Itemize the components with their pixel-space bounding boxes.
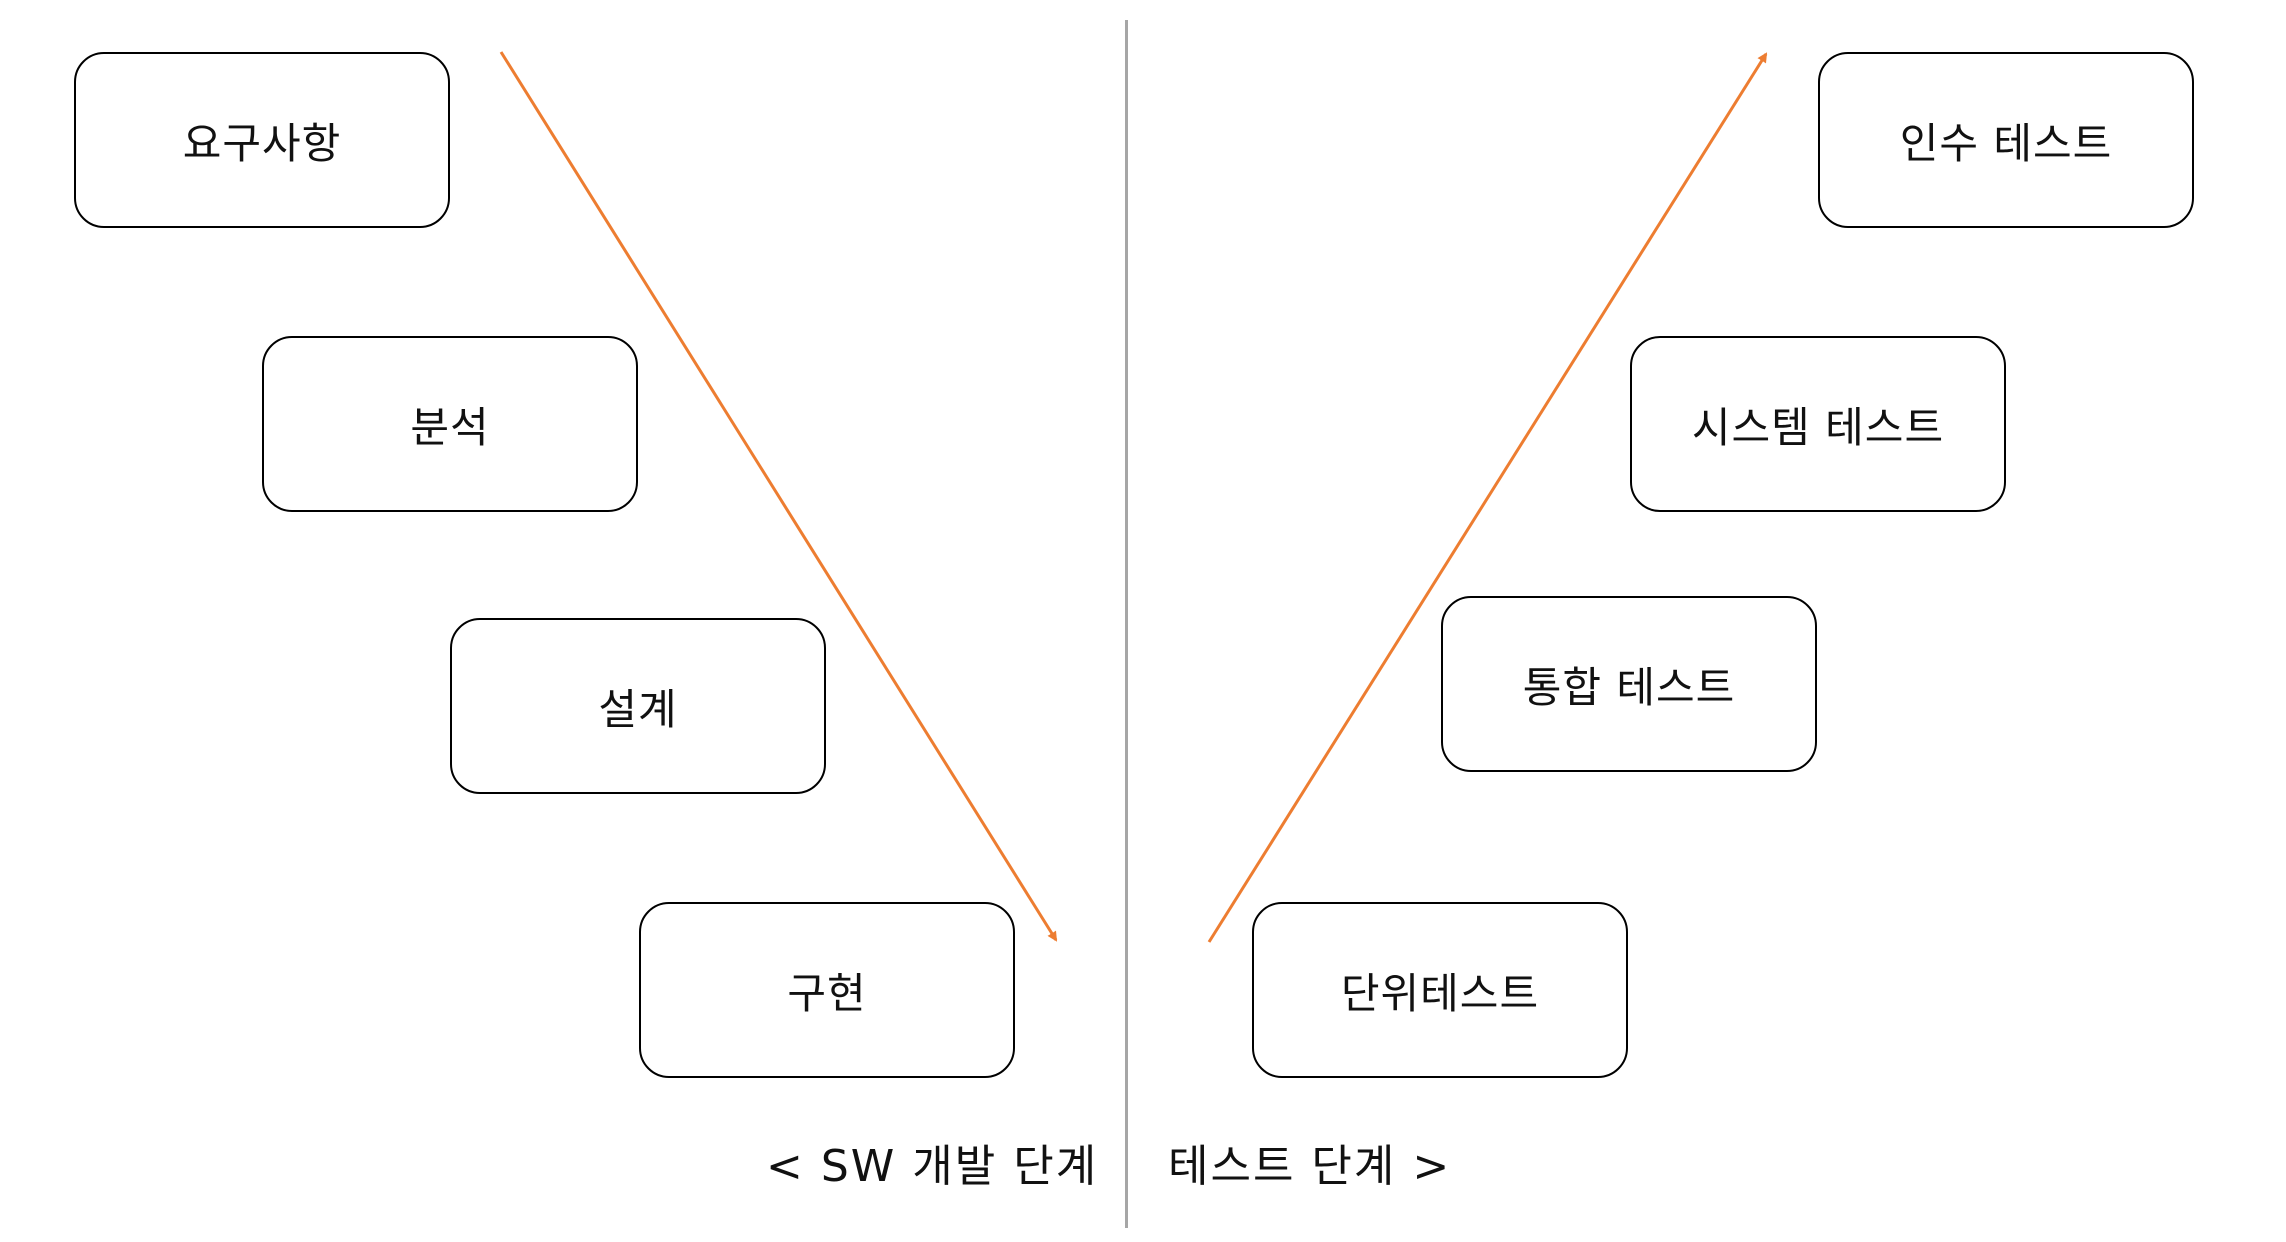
stage-acceptance-test-label: 인수 테스트 bbox=[1899, 118, 2113, 168]
stage-system-test-label: 시스템 테스트 bbox=[1691, 402, 1945, 452]
stage-design-label: 설계 bbox=[598, 684, 678, 734]
testing-phase-label: 테스트 단계 > bbox=[1168, 1141, 1452, 1192]
stage-design-box: 설계 bbox=[450, 618, 826, 794]
testing-flow-arrow bbox=[1207, 52, 1768, 943]
stage-system-test-box: 시스템 테스트 bbox=[1630, 336, 2006, 512]
stage-unit-test-label: 단위테스트 bbox=[1340, 968, 1540, 1018]
development-phase-label: < SW 개발 단계 bbox=[766, 1141, 1099, 1192]
stage-analysis-box: 분석 bbox=[262, 336, 638, 512]
stage-integration-test-box: 통합 테스트 bbox=[1441, 596, 1817, 772]
stage-unit-test-box: 단위테스트 bbox=[1252, 902, 1628, 1078]
development-flow-arrow bbox=[499, 51, 1058, 942]
stage-implementation-label: 구현 bbox=[787, 968, 867, 1018]
stage-requirements-box: 요구사항 bbox=[74, 52, 450, 228]
stage-analysis-label: 분석 bbox=[410, 402, 490, 452]
stage-requirements-label: 요구사항 bbox=[182, 118, 342, 168]
stage-acceptance-test-box: 인수 테스트 bbox=[1818, 52, 2194, 228]
phase-divider bbox=[1125, 20, 1128, 1228]
stage-implementation-box: 구현 bbox=[639, 902, 1015, 1078]
stage-integration-test-label: 통합 테스트 bbox=[1522, 662, 1736, 712]
